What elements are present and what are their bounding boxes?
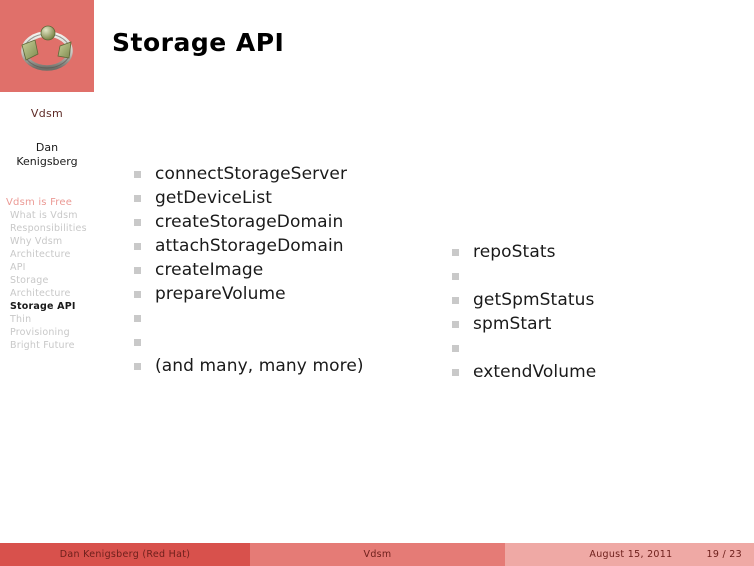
list-item-label: createImage — [155, 260, 264, 280]
sidebar-item-what-is-vdsm[interactable]: What is Vdsm — [10, 210, 78, 221]
list-item — [452, 264, 722, 288]
sidebar-author: Dan Kenigsberg — [0, 141, 94, 169]
footer-bar: Dan Kenigsberg (Red Hat) Vdsm August 15,… — [0, 543, 754, 566]
vdsm-ring-logo-icon — [21, 25, 73, 71]
list-item-label: getDeviceList — [155, 188, 273, 208]
bullet-square-icon — [452, 273, 459, 280]
bullet-square-icon — [134, 363, 141, 370]
bullet-square-icon — [134, 339, 141, 346]
sidebar-item-responsibilities[interactable]: Responsibilities — [10, 223, 87, 234]
list-item: spmStart — [452, 312, 722, 336]
sidebar-item-provisioning[interactable]: Provisioning — [10, 327, 70, 338]
bullet-square-icon — [134, 243, 141, 250]
bullet-square-icon — [134, 315, 141, 322]
slide-content: connectStorageServer getDeviceList createS… — [94, 92, 754, 543]
list-item-label: createStorageDomain — [155, 212, 344, 232]
bullet-square-icon — [452, 345, 459, 352]
list-item: extendVolume — [452, 360, 722, 384]
sidebar-title: Vdsm — [30, 107, 64, 120]
list-item-label: attachStorageDomain — [155, 236, 344, 256]
list-item-label: (and many, many more) — [155, 356, 364, 376]
list-item — [134, 306, 454, 330]
sidebar-item-architecture[interactable]: Architecture — [10, 288, 71, 299]
sidebar-item-architecture[interactable]: Architecture — [10, 249, 71, 260]
list-item: getSpmStatus — [452, 288, 722, 312]
bullet-square-icon — [134, 195, 141, 202]
sidebar-item-thin[interactable]: Thin — [10, 314, 32, 325]
sidebar-author-last: Kenigsberg — [16, 155, 78, 168]
sidebar-author-first: Dan — [35, 141, 59, 154]
footer-date: August 15, 2011 — [589, 549, 673, 560]
list-item: repoStats — [452, 240, 722, 264]
bullet-square-icon — [134, 219, 141, 226]
list-item-label: prepareVolume — [155, 284, 286, 304]
bullet-square-icon — [134, 171, 141, 178]
sidebar-item-vdsm-is-free[interactable]: Vdsm is Free — [6, 197, 73, 208]
list-item-label: repoStats — [473, 242, 556, 262]
footer-meta: August 15, 2011 19 / 23 — [505, 543, 754, 566]
list-item: createImage — [134, 258, 454, 282]
logo-block — [0, 0, 94, 92]
page-title: Storage API — [112, 28, 285, 57]
sidebar-item-bright-future[interactable]: Bright Future — [10, 340, 75, 351]
bullet-square-icon — [452, 321, 459, 328]
list-item-label: spmStart — [473, 314, 552, 334]
sidebar-item-storage-api[interactable]: Storage API — [10, 301, 76, 312]
bullet-square-icon — [452, 369, 459, 376]
list-item-label: getSpmStatus — [473, 290, 595, 310]
api-list-left: connectStorageServer getDeviceList createS… — [134, 162, 454, 378]
list-item: connectStorageServer — [134, 162, 454, 186]
bullet-square-icon — [134, 267, 141, 274]
bullet-square-icon — [134, 291, 141, 298]
sidebar-item-api[interactable]: API — [10, 262, 26, 273]
list-item — [134, 330, 454, 354]
list-item — [452, 336, 722, 360]
bullet-square-icon — [452, 297, 459, 304]
list-item: attachStorageDomain — [134, 234, 454, 258]
list-item: getDeviceList — [134, 186, 454, 210]
list-item-label: connectStorageServer — [155, 164, 348, 184]
footer-author: Dan Kenigsberg (Red Hat) — [0, 543, 250, 566]
list-item: prepareVolume — [134, 282, 454, 306]
list-item-label: extendVolume — [473, 362, 597, 382]
footer-subject: Vdsm — [250, 543, 505, 566]
sidebar-item-why-vdsm[interactable]: Why Vdsm — [10, 236, 63, 247]
bullet-square-icon — [452, 249, 459, 256]
api-list-right: repoStats getSpmStatus spmStart extendVolum… — [452, 240, 722, 384]
footer-page-number: 19 / 23 — [706, 549, 742, 560]
list-item: (and many, many more) — [134, 354, 454, 378]
sidebar-item-storage[interactable]: Storage — [10, 275, 49, 286]
list-item: createStorageDomain — [134, 210, 454, 234]
